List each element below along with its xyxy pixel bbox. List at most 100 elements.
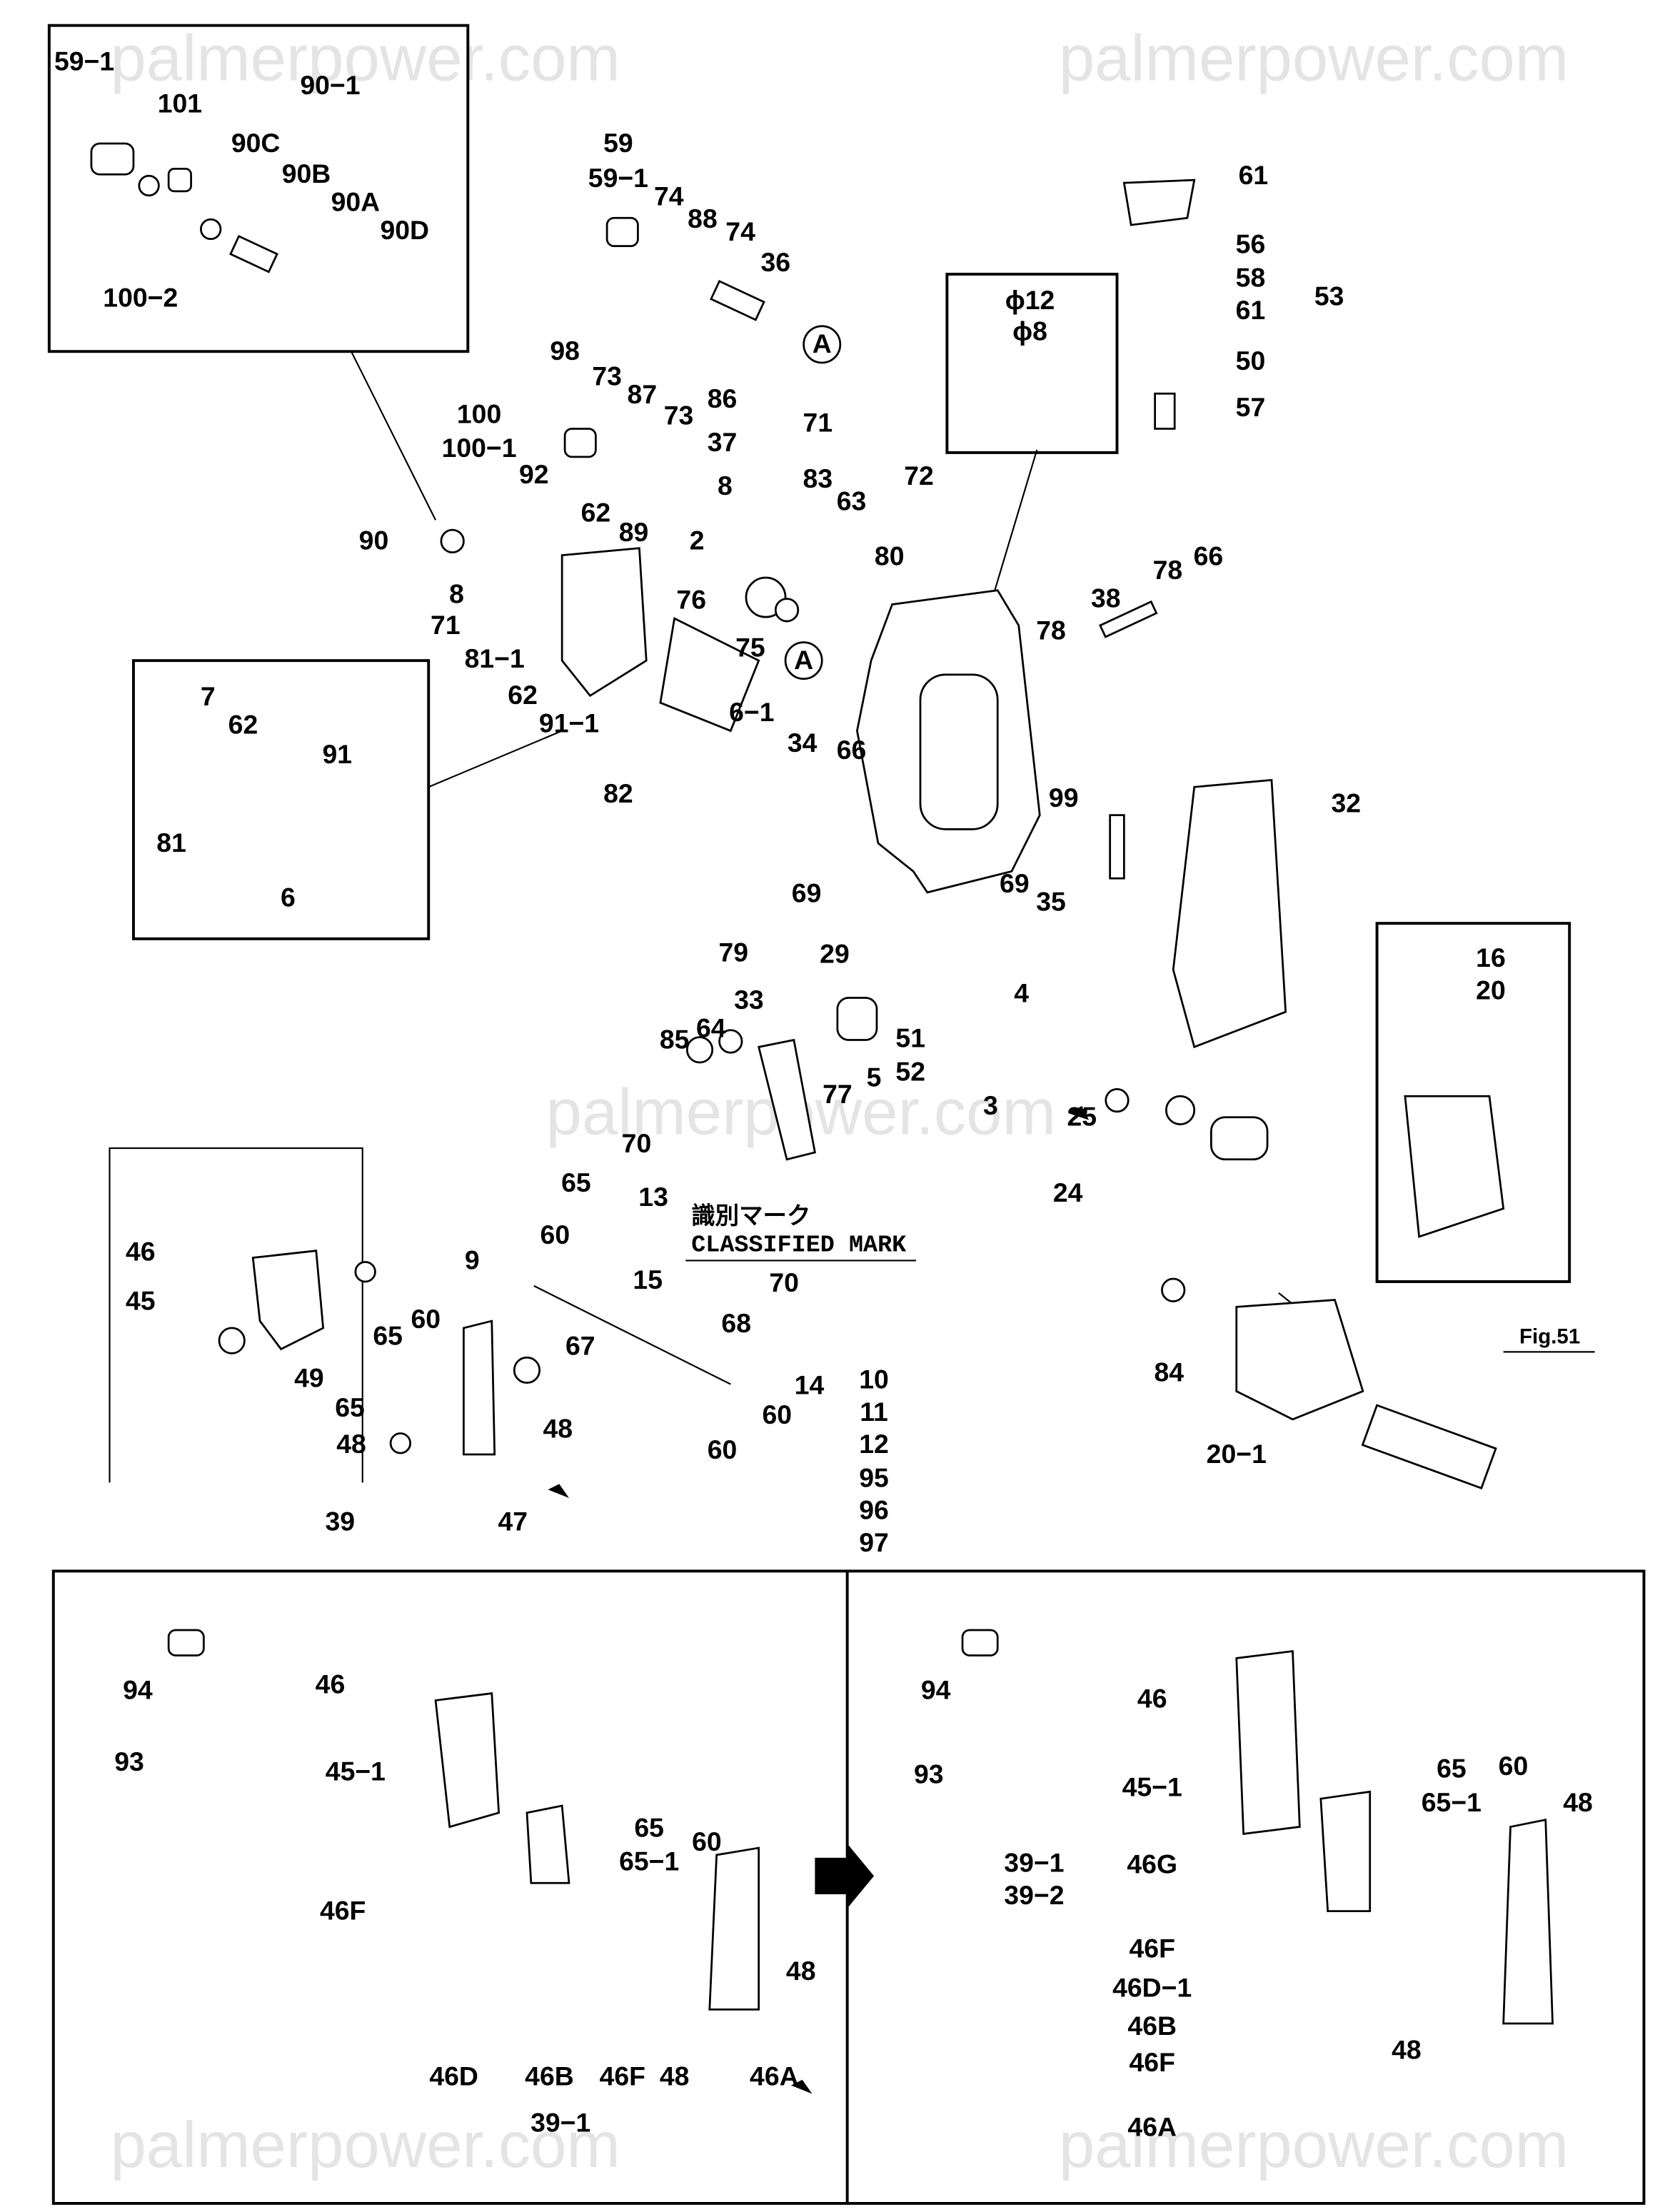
arrow-right-icon	[815, 1844, 875, 1909]
part-callout: 87	[628, 379, 658, 409]
reference-letter: A	[813, 328, 832, 358]
inset-box-pump	[1375, 922, 1571, 1283]
part-callout: 90	[359, 526, 389, 555]
leader-line	[990, 449, 1038, 605]
part-callout: 7	[201, 681, 216, 711]
part-callout: 76	[676, 584, 706, 614]
part-callout: 100−2	[103, 282, 178, 312]
phi-12-label: ϕ12	[1005, 285, 1055, 315]
part-callout: 15	[633, 1265, 663, 1294]
part-callout: 47	[498, 1506, 528, 1536]
part-callout: 4	[1014, 977, 1029, 1007]
part-callout: 90D	[380, 215, 429, 245]
part-callout: 62	[508, 680, 538, 710]
part-callout: 78	[1036, 615, 1066, 645]
part-callout: 45−1	[1122, 1771, 1182, 1801]
part-callout: 80	[875, 541, 905, 570]
part-callout: 5	[867, 1062, 882, 1092]
part-callout: 48	[1392, 2034, 1422, 2064]
part-callout: 20	[1476, 975, 1506, 1005]
direction-arrow-icon	[1067, 1106, 1090, 1120]
part-callout: 16	[1476, 942, 1506, 972]
part-callout: 88	[688, 203, 718, 233]
part-callout: 89	[619, 517, 649, 547]
watermark-text: palmerpower.com	[1059, 2109, 1569, 2181]
part-callout: 90−1	[300, 70, 360, 100]
part-callout: 70	[622, 1128, 652, 1158]
part-callout: 86	[708, 383, 738, 413]
watermark-text: palmerpower.com	[110, 23, 620, 95]
part-callout: 48	[543, 1413, 573, 1443]
part-callout: 60	[692, 1826, 722, 1856]
part-callout: 6	[281, 883, 296, 913]
classified-mark-en: CLASSIFIED MARK	[691, 1232, 907, 1260]
phi-8-label: ϕ8	[1012, 316, 1047, 346]
part-callout: 93	[914, 1759, 944, 1789]
part-callout: 12	[859, 1429, 889, 1459]
part-callout: 68	[721, 1308, 751, 1338]
part-callout: 45−1	[326, 1756, 386, 1786]
part-callout: 25	[1067, 1102, 1097, 1132]
watermarks: palmerpower.com palmerpower.com palmerpowe…	[110, 23, 1569, 2181]
part-callout: 6−1	[729, 697, 774, 727]
part-callout: 64	[696, 1013, 726, 1043]
part-callout: 37	[708, 427, 738, 457]
part-callout: 73	[664, 401, 694, 431]
part-callout: 65	[373, 1321, 403, 1351]
part-callout: 60	[708, 1434, 738, 1464]
part-callout: 71	[431, 610, 461, 640]
part-callout: 65	[1437, 1754, 1467, 1784]
part-callout: 98	[550, 336, 580, 366]
part-callout: 32	[1331, 788, 1361, 818]
part-callout: 46F	[320, 1895, 366, 1925]
part-callout: 3	[983, 1090, 998, 1120]
part-callout: 48	[786, 1956, 816, 1986]
part-callout: 65	[335, 1392, 365, 1422]
part-callout: 63	[837, 486, 867, 516]
part-callout: 2	[690, 526, 705, 555]
part-callout: 49	[294, 1363, 324, 1393]
watermark-text: palmerpower.com	[110, 2109, 620, 2181]
part-callout: 94	[123, 1675, 153, 1705]
part-callout: 90C	[231, 128, 281, 158]
part-callout: 39	[325, 1506, 355, 1536]
part-callout: 85	[660, 1024, 690, 1054]
part-callout: 46	[316, 1669, 346, 1699]
part-callout: 69	[792, 878, 822, 908]
direction-arrow-icon	[790, 2079, 813, 2094]
part-callout: 20−1	[1207, 1439, 1267, 1469]
part-callout: 61	[1239, 160, 1269, 190]
part-callout: 83	[803, 463, 833, 493]
part-callout: 46F	[1130, 2047, 1175, 2077]
small-parts	[90, 142, 1554, 2025]
part-callout: 65−1	[1422, 1787, 1482, 1817]
watermark-text: palmerpower.com	[1059, 23, 1569, 95]
part-callout: 61	[1236, 295, 1266, 325]
part-callout: 100	[457, 399, 501, 429]
direction-arrow-icon	[548, 1484, 570, 1499]
part-callout: 39−1	[530, 2108, 590, 2138]
leader-line	[351, 351, 437, 521]
part-callout: 84	[1155, 1357, 1184, 1387]
reference-circle	[784, 641, 823, 680]
part-callout: 60	[411, 1304, 441, 1334]
part-callout: 51	[895, 1022, 925, 1052]
part-callout: 62	[228, 710, 258, 740]
part-callout: 48	[660, 2061, 690, 2091]
part-callout: 95	[859, 1462, 889, 1492]
part-callout: 46	[126, 1237, 156, 1267]
part-callout: 62	[581, 497, 611, 527]
part-callout: 73	[592, 361, 622, 391]
lever-bracket	[109, 1147, 363, 1483]
part-callout: 48	[1563, 1787, 1593, 1817]
part-callout: 93	[114, 1746, 144, 1776]
part-callout: 67	[565, 1330, 595, 1360]
part-callout: 59−1	[54, 46, 114, 76]
part-callout: 78	[1153, 555, 1183, 585]
part-callout: 65	[561, 1167, 591, 1197]
part-callout: 36	[761, 247, 791, 277]
part-callout: 34	[788, 728, 818, 758]
part-callout: 46B	[1127, 2011, 1177, 2041]
